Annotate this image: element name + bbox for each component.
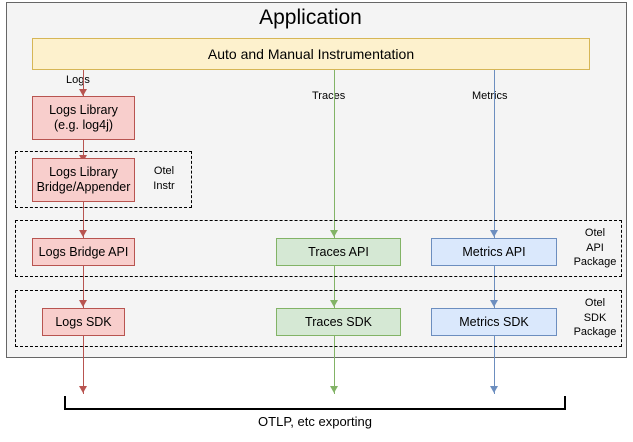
- connector-instrumentation-to-metrics-api: [494, 70, 495, 238]
- connector-logs-api-to-logs-sdk: [83, 266, 84, 308]
- flow-label-metrics: Metrics: [472, 90, 508, 102]
- arrowhead-metrics-api: [489, 230, 498, 237]
- group-label-otel-instr: Otel Instr: [153, 165, 175, 192]
- connector-logs-sdk-to-export: [83, 336, 84, 394]
- node-traces-api[interactable]: Traces API: [276, 238, 401, 266]
- node-traces-sdk[interactable]: Traces SDK: [276, 308, 401, 336]
- group-label-otel-sdk-package: Otel SDK Package: [573, 297, 617, 338]
- instrumentation-bar: Auto and Manual Instrumentation: [32, 38, 590, 70]
- node-logs-library-bridge-appender[interactable]: Logs Library Bridge/Appender: [32, 158, 135, 202]
- arrowhead-metrics-export: [489, 386, 498, 393]
- arrowhead-metrics-sdk: [489, 300, 498, 307]
- arrowhead-traces-sdk: [329, 300, 338, 307]
- flow-label-logs: Logs: [66, 74, 90, 86]
- connector-metrics-sdk-to-export: [494, 336, 495, 394]
- arrowhead-logs-bridge-api: [78, 230, 87, 237]
- connector-instrumentation-to-logs-library: [83, 70, 84, 96]
- export-bracket: [64, 396, 566, 410]
- node-metrics-sdk[interactable]: Metrics SDK: [431, 308, 557, 336]
- connector-traces-sdk-to-export: [334, 336, 335, 394]
- connector-traces-api-to-traces-sdk: [334, 266, 335, 308]
- page-title: Application: [259, 6, 362, 29]
- flow-label-traces: Traces: [312, 90, 346, 102]
- node-logs-sdk[interactable]: Logs SDK: [42, 308, 125, 336]
- node-logs-bridge-api[interactable]: Logs Bridge API: [32, 238, 135, 266]
- node-logs-library[interactable]: Logs Library (e.g. log4j): [32, 96, 135, 140]
- arrowhead-traces-api: [329, 230, 338, 237]
- arrowhead-logs-sdk: [78, 300, 87, 307]
- group-otel-instr: [15, 151, 192, 208]
- group-otel-api-package: [15, 220, 622, 277]
- arrowhead-logs-export: [78, 386, 87, 393]
- group-otel-sdk-package: [15, 290, 622, 347]
- group-label-otel-api-package: Otel API Package: [573, 227, 617, 268]
- node-metrics-api[interactable]: Metrics API: [431, 238, 557, 266]
- connector-instrumentation-to-traces-api: [334, 70, 335, 238]
- arrowhead-traces-export: [329, 386, 338, 393]
- connector-bridge-to-logs-bridge-api: [83, 200, 84, 238]
- arrowhead-logs-library: [78, 89, 87, 96]
- connector-metrics-api-to-metrics-sdk: [494, 266, 495, 308]
- export-label: OTLP, etc exporting: [258, 414, 372, 429]
